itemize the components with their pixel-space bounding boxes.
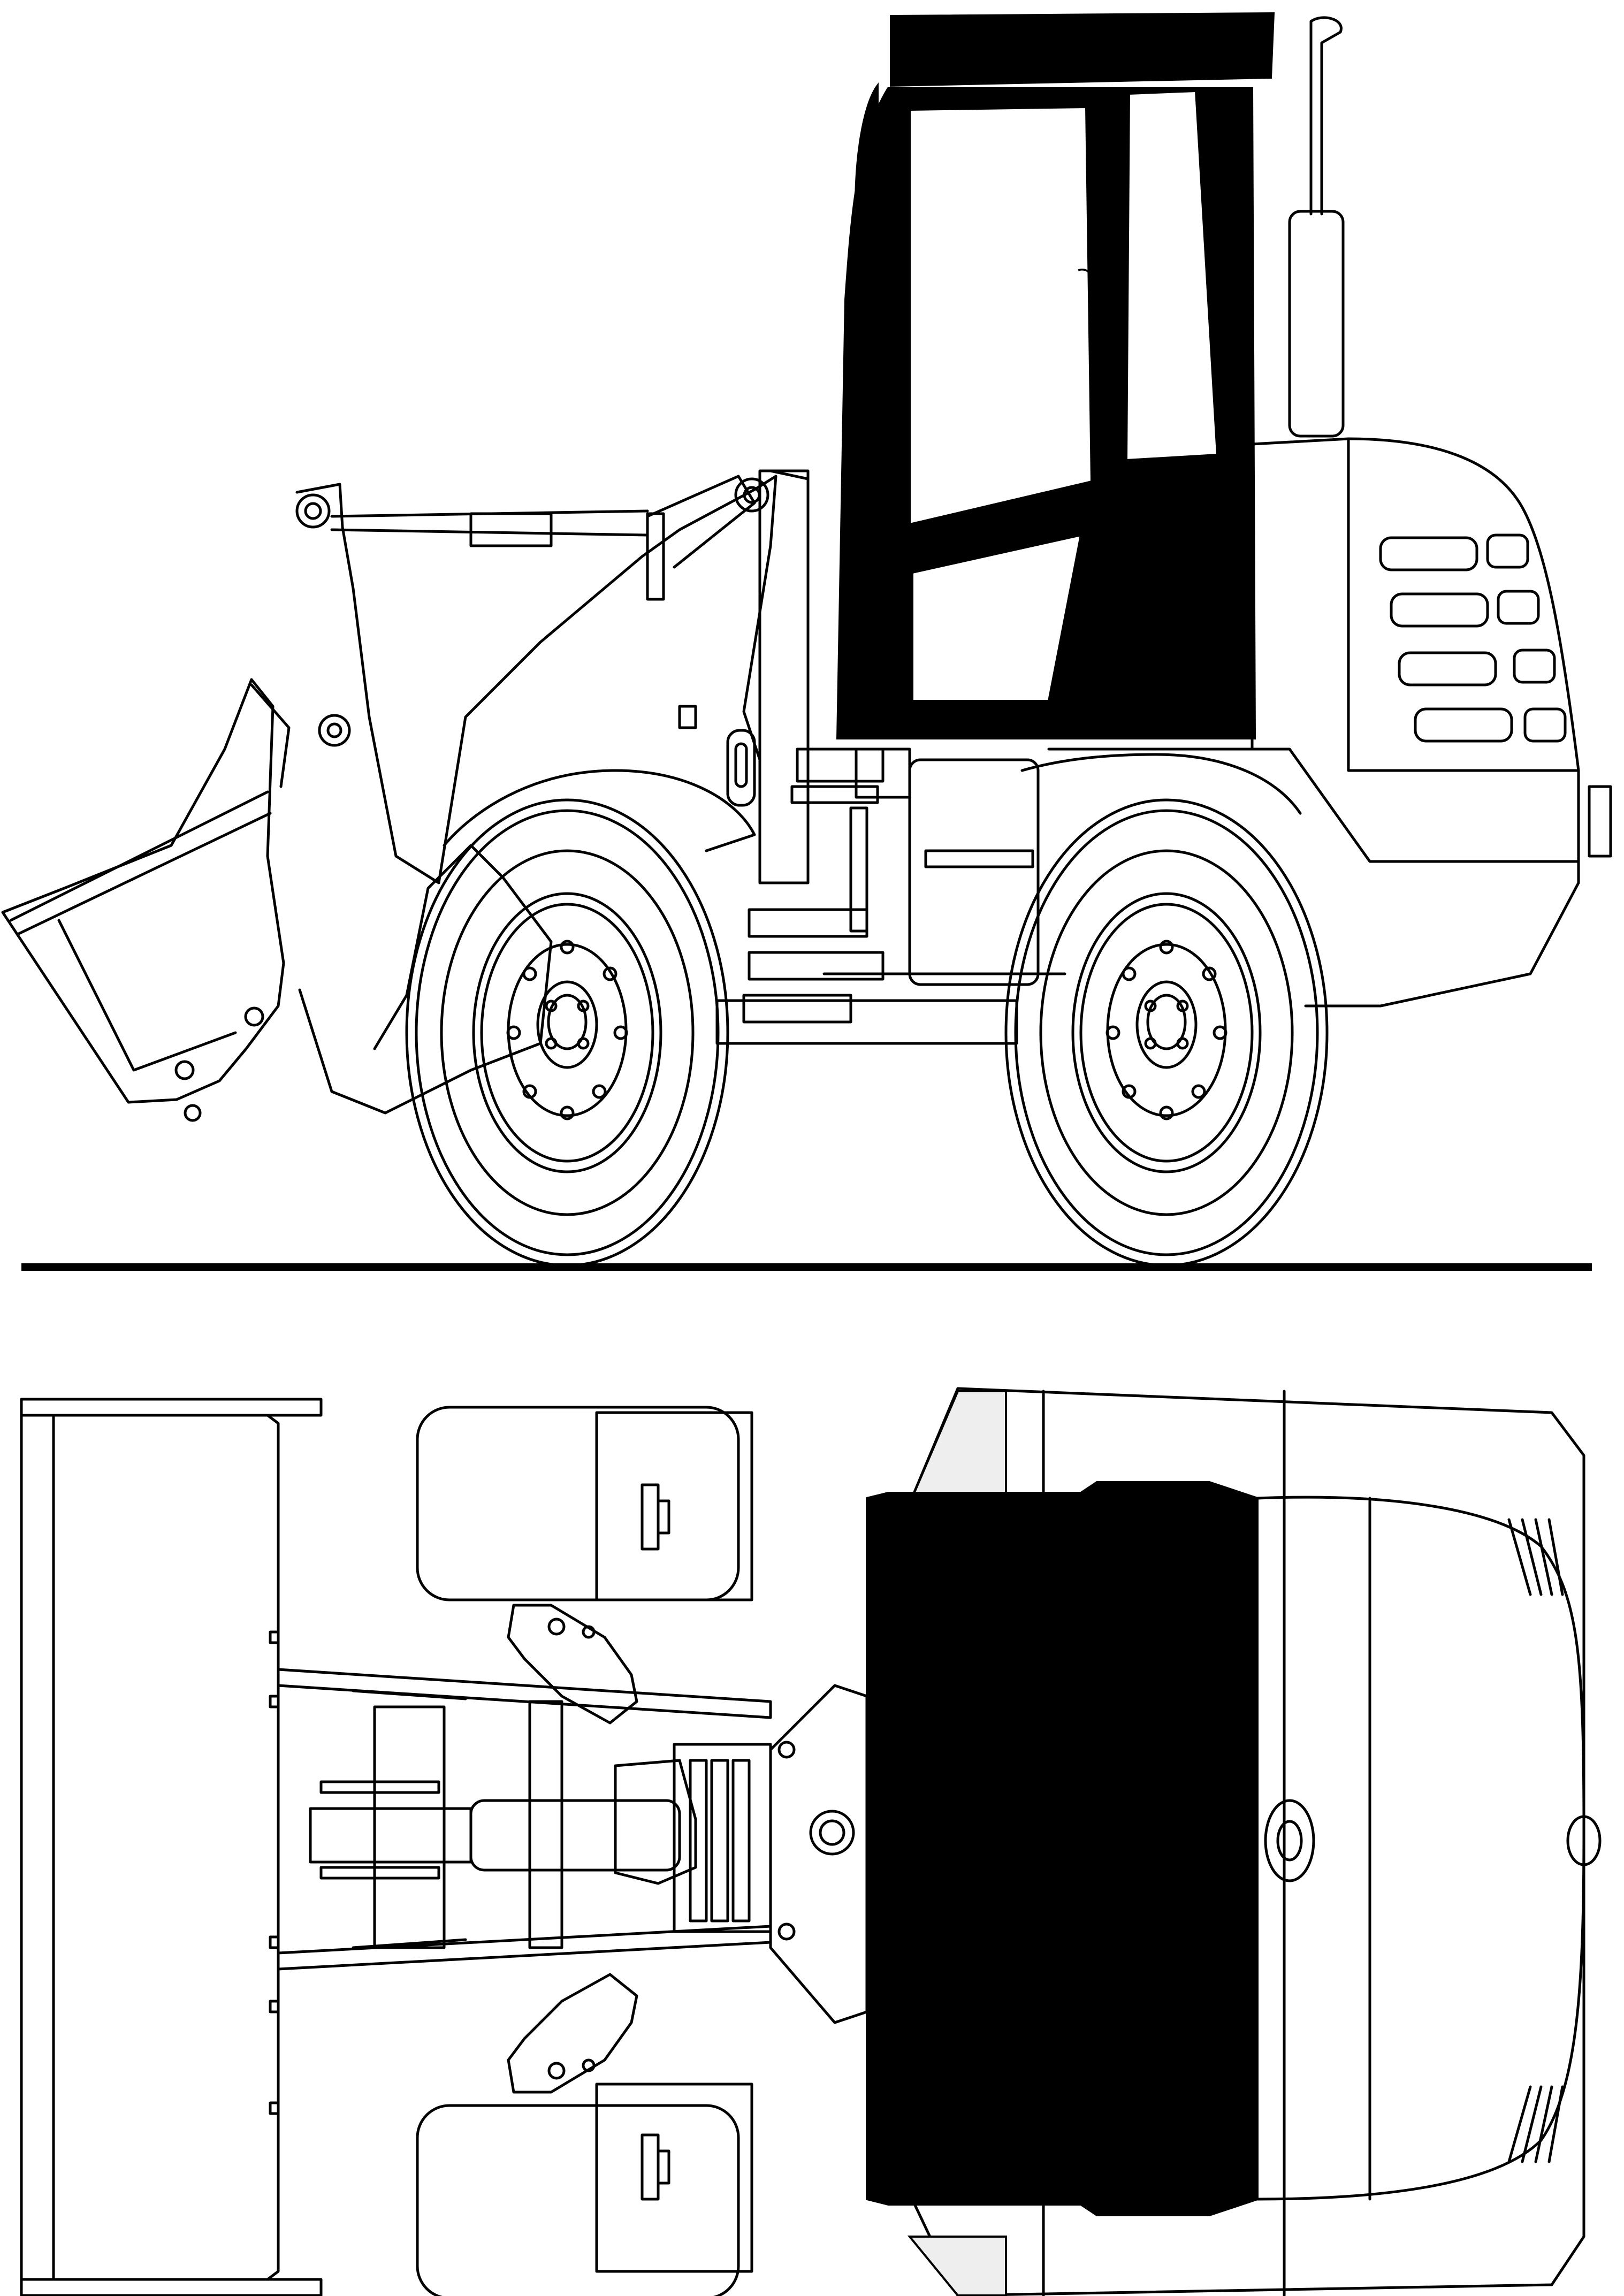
top-view <box>20 1387 1602 2296</box>
step-plate-lower <box>907 2236 1007 2296</box>
lift-arm <box>295 469 810 1115</box>
step-plate-upper <box>908 1390 1007 1505</box>
tilt-cylinder <box>309 1743 772 1933</box>
engine-grille <box>1379 533 1567 743</box>
center-joint-top <box>769 1684 868 2024</box>
hood-vents <box>1507 1518 1564 2163</box>
side-view <box>1 12 1612 1271</box>
articulation-joint <box>742 747 1066 1024</box>
bucket <box>1 678 291 1122</box>
rear-wheel <box>1004 753 1329 1267</box>
bucket-top <box>20 1398 323 2296</box>
lift-arms-top <box>277 1604 772 2094</box>
operator-cab <box>836 12 1275 739</box>
cab-roof-top <box>866 1481 1259 2216</box>
front-hub-bolts <box>506 940 628 1120</box>
front-wheels-top <box>416 1406 753 2296</box>
rear-hub-bolts <box>1105 940 1227 1120</box>
front-wheel <box>405 769 756 1267</box>
exhaust-pipe <box>1288 16 1345 438</box>
